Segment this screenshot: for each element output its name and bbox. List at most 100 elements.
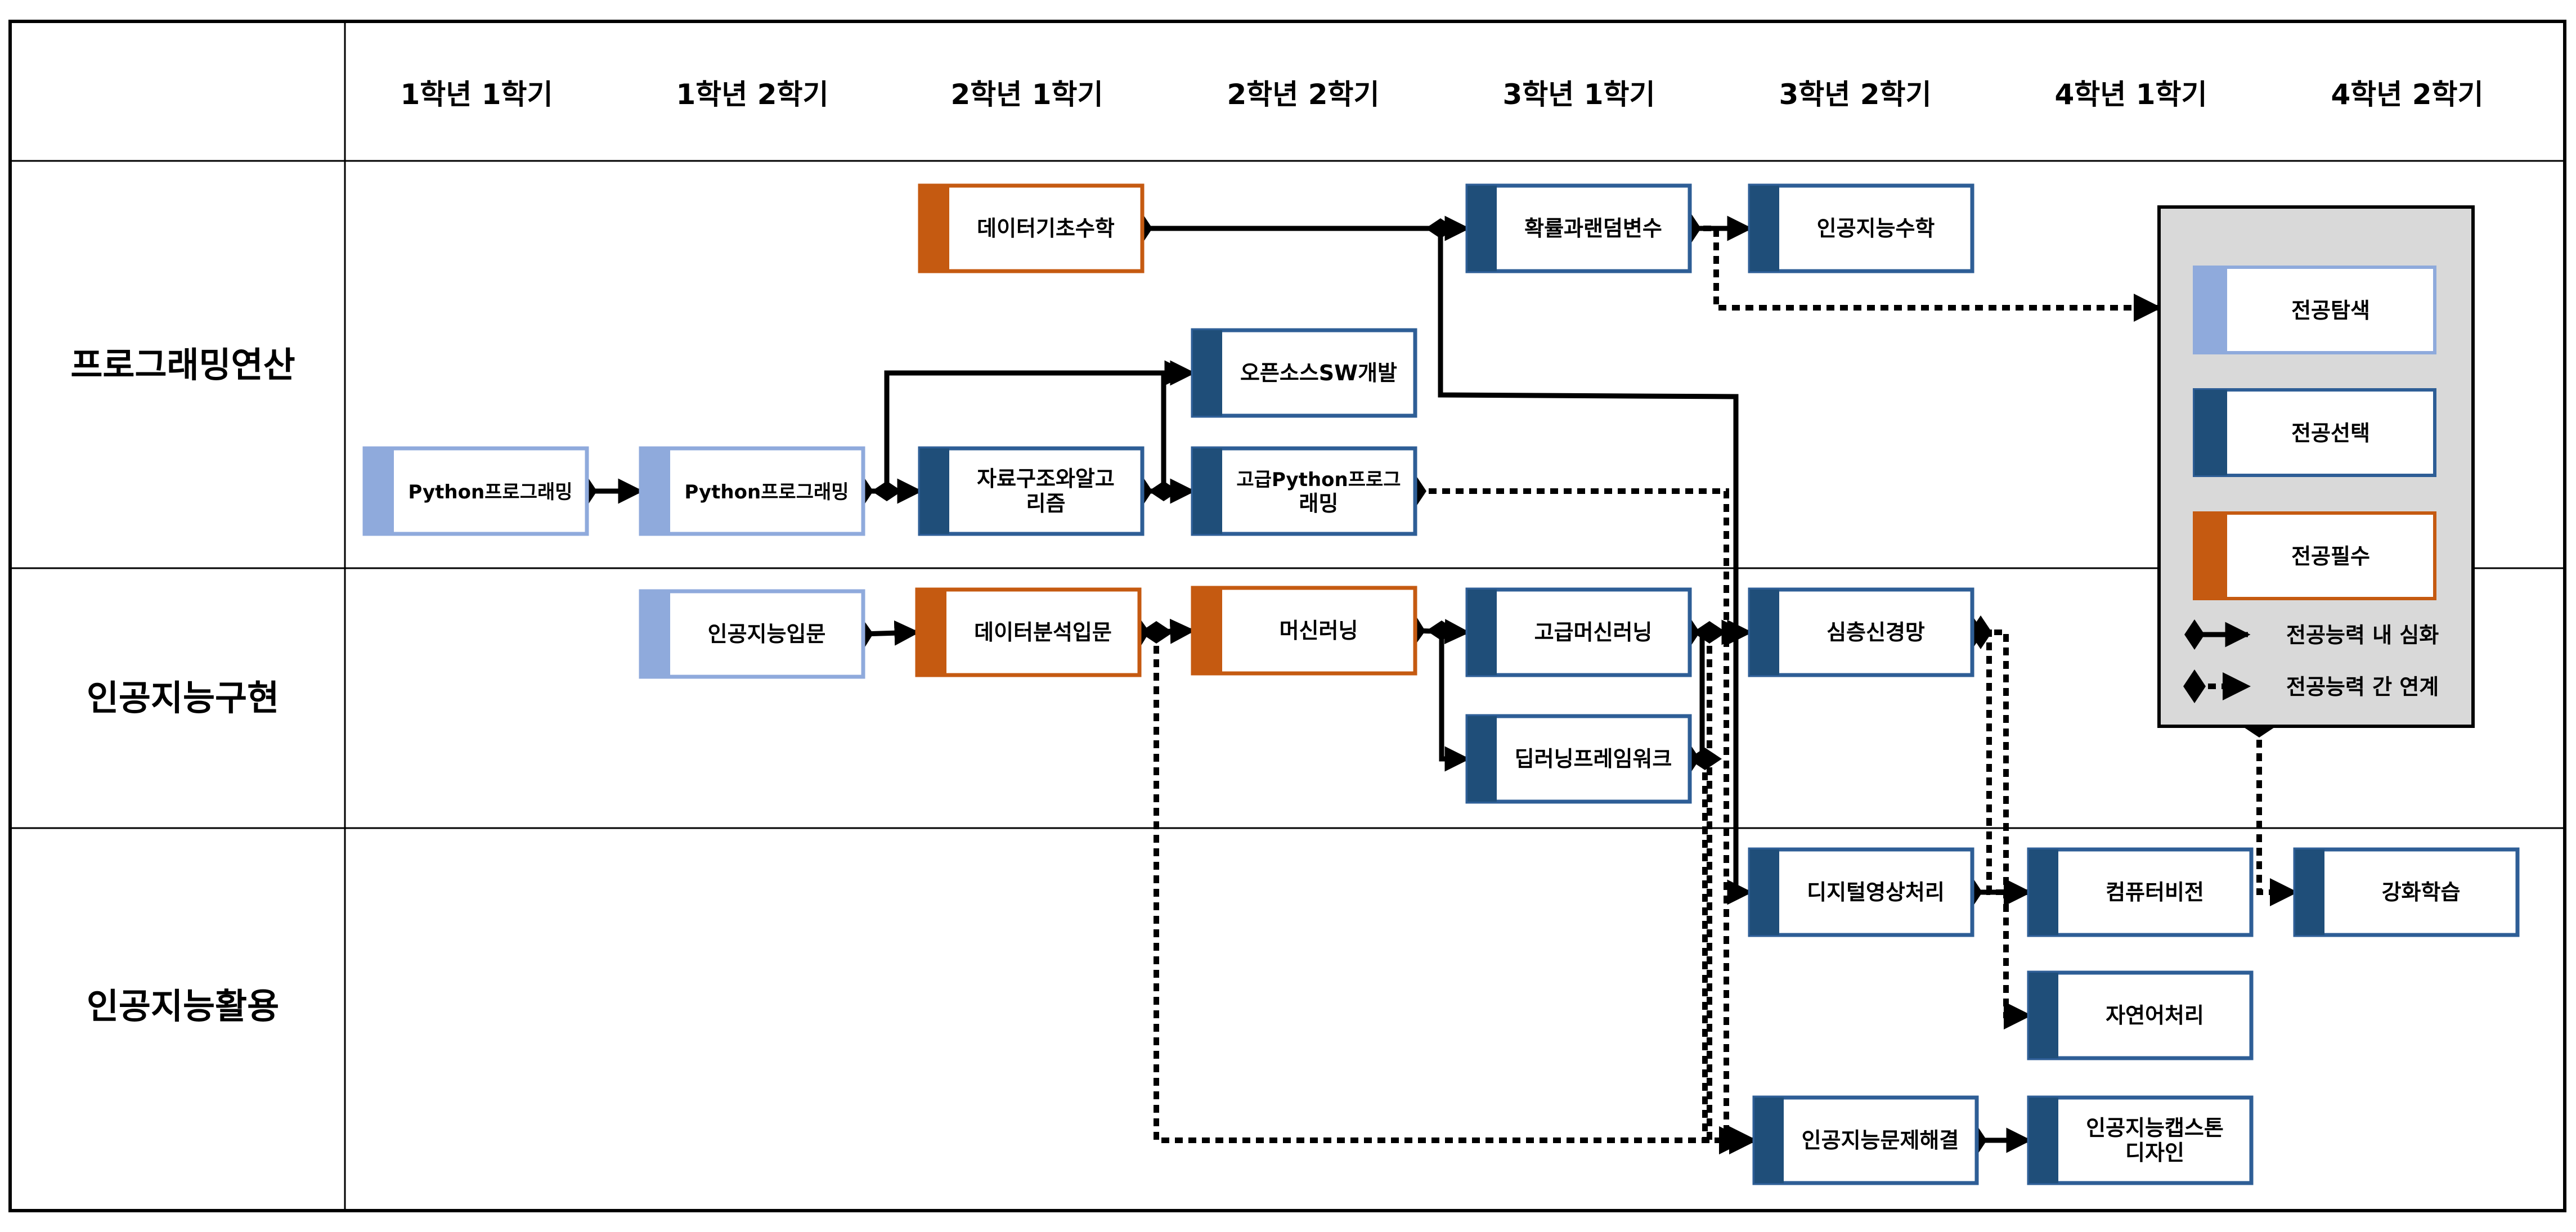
course-box-frame <box>915 587 1142 677</box>
course-dip[interactable]: 디지털영상처리 <box>1748 847 1974 937</box>
course-label: 강화학습 <box>2382 880 2461 905</box>
course-daintro[interactable]: 데이터분석입문 <box>915 587 1142 677</box>
course-label: 데이터분석입문 <box>974 620 1112 645</box>
course-label: 심층신경망 <box>1826 620 1925 645</box>
connector-legend-to-rl <box>2242 715 2298 906</box>
grid <box>8 20 2566 1212</box>
connector-daintro-to-ml <box>1129 617 1196 648</box>
course-label: 고급머신러닝 <box>1534 620 1653 645</box>
course-label: 디자인 <box>2125 1140 2184 1165</box>
legend-swatch-frame <box>2193 388 2436 477</box>
semester-header: 4학년 1학기 <box>2055 78 2207 111</box>
course-label: 인공지능수학 <box>1817 216 1935 241</box>
course-py1[interactable]: Python프로그래밍 <box>362 446 589 536</box>
connector-dlfw-to-aips <box>1688 748 1747 1154</box>
course-type-bar <box>2029 849 2058 935</box>
semester-header: 4학년 2학기 <box>2331 78 2484 111</box>
row-labels: 프로그래밍연산 인공지능구현 인공지능활용 <box>70 344 295 1027</box>
semester-header: 1학년 2학기 <box>676 78 829 111</box>
course-type-bar <box>1193 588 1222 673</box>
course-rl[interactable]: 강화학습 <box>2293 847 2520 937</box>
legend-solid-arrow-label: 전공능력 내 심화 <box>2286 623 2439 648</box>
legend-type-label: 전공탐색 <box>2291 298 2370 323</box>
grid-frame <box>8 20 2566 1212</box>
row-label-ai-implementation: 인공지능구현 <box>87 677 279 718</box>
semester-header: 3학년 2학기 <box>1779 78 1932 111</box>
connector-dnn-to-nlp <box>1969 615 2032 1029</box>
course-box-frame <box>1748 587 1974 677</box>
course-type-bar <box>1193 330 1222 416</box>
course-type-bar <box>1750 849 1779 935</box>
course-aips[interactable]: 인공지능문제해결 <box>1752 1095 1979 1185</box>
course-label: 확률과랜덤변수 <box>1524 216 1662 241</box>
course-type-bar <box>2295 849 2324 935</box>
course-dlfw[interactable]: 딥러닝프레임워크 <box>1465 714 1692 804</box>
row-label-programming: 프로그래밍연산 <box>70 344 295 385</box>
course-label: Python프로그래밍 <box>408 481 572 503</box>
legend-dotted-arrow-item: 전공능력 간 연계 <box>2183 669 2439 703</box>
course-box-frame <box>2027 970 2254 1060</box>
course-type-bar <box>1750 186 1779 271</box>
course-label: 디지털영상처리 <box>1807 880 1945 905</box>
course-box-frame <box>1191 446 1417 536</box>
course-type-bar <box>641 591 670 677</box>
course-datamath[interactable]: 데이터기초수학 <box>918 183 1145 273</box>
course-label: 래밍 <box>1299 491 1339 516</box>
course-type-bar <box>920 448 949 534</box>
course-type-bar <box>1467 590 1497 675</box>
course-type-bar <box>365 448 394 534</box>
course-box-frame <box>1748 847 1974 937</box>
course-type-bar <box>1193 448 1222 534</box>
course-label: 딥러닝프레임워크 <box>1515 747 1672 771</box>
connectors <box>577 212 2298 1155</box>
course-box-frame <box>918 446 1145 536</box>
semester-header: 2학년 1학기 <box>951 78 1103 111</box>
course-box-frame <box>1752 1095 1979 1185</box>
course-py2[interactable]: Python프로그래밍 <box>639 446 865 536</box>
semester-header: 3학년 1학기 <box>1503 78 1655 111</box>
course-label: 오픈소스SW개발 <box>1240 361 1397 385</box>
connector-daintro-to-aips <box>1139 621 1757 1154</box>
course-label: 자료구조와알고 <box>977 466 1115 491</box>
legend-swatch-bar <box>2194 513 2227 599</box>
legend-item-elective: 전공선택 <box>2193 388 2436 477</box>
course-advml[interactable]: 고급머신러닝 <box>1465 587 1692 677</box>
course-label: 인공지능캡스톤 <box>2086 1116 2224 1140</box>
course-type-bar <box>1754 1098 1784 1183</box>
legend-swatch-bar <box>2194 390 2227 475</box>
semester-header-row: 1학년 1학기 1학년 2학기 2학년 1학기 2학년 2학기 3학년 1학기 … <box>401 78 2484 111</box>
course-aimath[interactable]: 인공지능수학 <box>1748 183 1974 273</box>
legend-type-label: 전공필수 <box>2291 544 2370 569</box>
legend-item-required: 전공필수 <box>2193 511 2436 600</box>
semester-header: 2학년 2학기 <box>1227 78 1380 111</box>
connector-prob-to-aips <box>1679 212 2162 322</box>
course-nlp[interactable]: 자연어처리 <box>2027 970 2254 1060</box>
connector-dnn-to-cv <box>1961 615 2032 906</box>
connector-py2-to-oss <box>872 360 1196 501</box>
course-box-frame <box>362 446 589 536</box>
legend-dotted-arrow-label: 전공능력 간 연계 <box>2286 675 2439 699</box>
course-label: 인공지능입문 <box>708 622 826 646</box>
course-oss[interactable]: 오픈소스SW개발 <box>1191 328 1417 418</box>
course-aiintro[interactable]: 인공지능입문 <box>639 589 865 679</box>
course-prob[interactable]: 확률과랜덤변수 <box>1465 183 1692 273</box>
course-box-frame <box>2027 1095 2254 1185</box>
connector-dsa-to-oss <box>1148 360 1190 501</box>
course-cv[interactable]: 컴퓨터비전 <box>2027 847 2254 937</box>
course-label: 머신러닝 <box>1280 618 1358 643</box>
course-box-frame <box>1191 328 1417 418</box>
legend-item-explore: 전공탐색 <box>2193 266 2436 354</box>
course-label: 데이터기초수학 <box>977 216 1115 241</box>
course-dnn[interactable]: 심층신경망 <box>1748 587 1974 677</box>
course-label: Python프로그래밍 <box>684 481 849 503</box>
course-label: 고급Python프로그 <box>1236 469 1401 491</box>
course-box-frame <box>1191 586 1417 676</box>
legend-solid-arrow-item: 전공능력 내 심화 <box>2184 619 2439 650</box>
course-type-bar <box>1750 590 1779 675</box>
course-ml[interactable]: 머신러닝 <box>1191 586 1417 676</box>
